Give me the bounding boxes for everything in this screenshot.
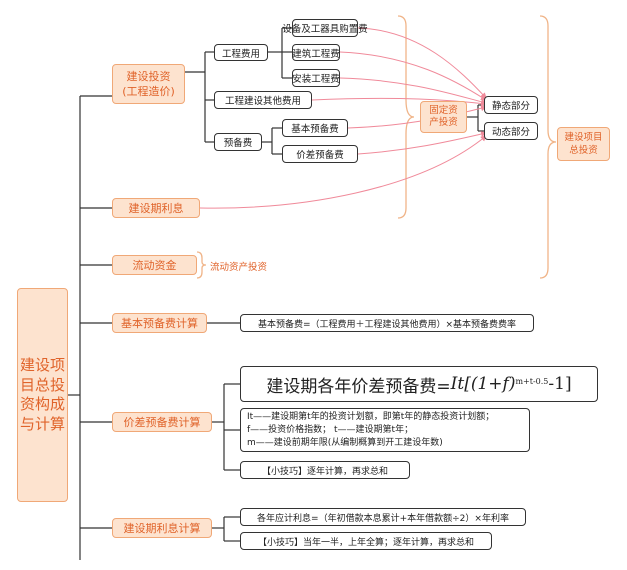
construction-investment-node: 建设投资 (工程造价) [112, 64, 185, 104]
formula-definitions: It——建设期第t年的投资计划额，即第t年的静态投资计划额； f——投资价格指数… [240, 408, 530, 452]
reserve-fund-node: 预备费 [214, 133, 262, 151]
equipment-cost-node: 设备及工器具购置费 [282, 19, 368, 37]
current-asset-label: 流动资产投资 [210, 262, 268, 273]
formula-text: 建设期各年价差预备费= [266, 376, 451, 397]
interest-tip: 【小技巧】当年一半，上年全算；逐年计算，再求总和 [240, 532, 492, 550]
price-reserve-node: 价差预备费 [282, 145, 358, 163]
installation-cost-node: 安装工程费 [292, 69, 340, 87]
definition-it: It——建设期第t年的投资计划额，即第t年的静态投资计划额； [247, 411, 495, 422]
total-investment-node: 建设项目 总投资 [557, 127, 610, 161]
formula-exponent: m+t-0.5 [515, 376, 549, 386]
price-reserve-calc-node: 价差预备费计算 [112, 412, 212, 432]
formula-math: It[(1+f) [450, 374, 516, 394]
building-cost-node: 建筑工程费 [292, 44, 340, 61]
price-reserve-formula: 建设期各年价差预备费=It[(1+f)m+t-0.5-1] [240, 366, 598, 402]
dynamic-part-node: 动态部分 [484, 122, 538, 140]
root-node: 建设项目总投资构成与计算 [17, 288, 68, 502]
static-part-node: 静态部分 [484, 96, 538, 114]
definition-m: m——建设前期年限(从编制概算到开工建设年数) [247, 437, 443, 448]
basic-reserve-calc-node: 基本预备费计算 [112, 313, 207, 333]
formula-tail: -1] [548, 374, 572, 394]
basic-reserve-formula: 基本预备费=（工程费用＋工程建设其他费用）×基本预备费费率 [240, 314, 534, 332]
engineering-cost-node: 工程费用 [214, 44, 268, 61]
interest-calc-node: 建设期利息计算 [112, 518, 212, 538]
other-cost-node: 工程建设其他费用 [214, 91, 312, 109]
interest-node: 建设期利息 [112, 198, 200, 218]
price-reserve-tip: 【小技巧】逐年计算，再求总和 [240, 461, 410, 479]
interest-formula: 各年应计利息=（年初借款本息累计+本年借款额÷2）×年利率 [240, 508, 526, 526]
working-capital-node: 流动资金 [112, 255, 197, 275]
basic-reserve-node: 基本预备费 [282, 119, 348, 137]
definition-f-t: f——投资价格指数； t——建设期第t年； [247, 424, 414, 435]
fixed-asset-node: 固定资 产投资 [420, 101, 467, 133]
